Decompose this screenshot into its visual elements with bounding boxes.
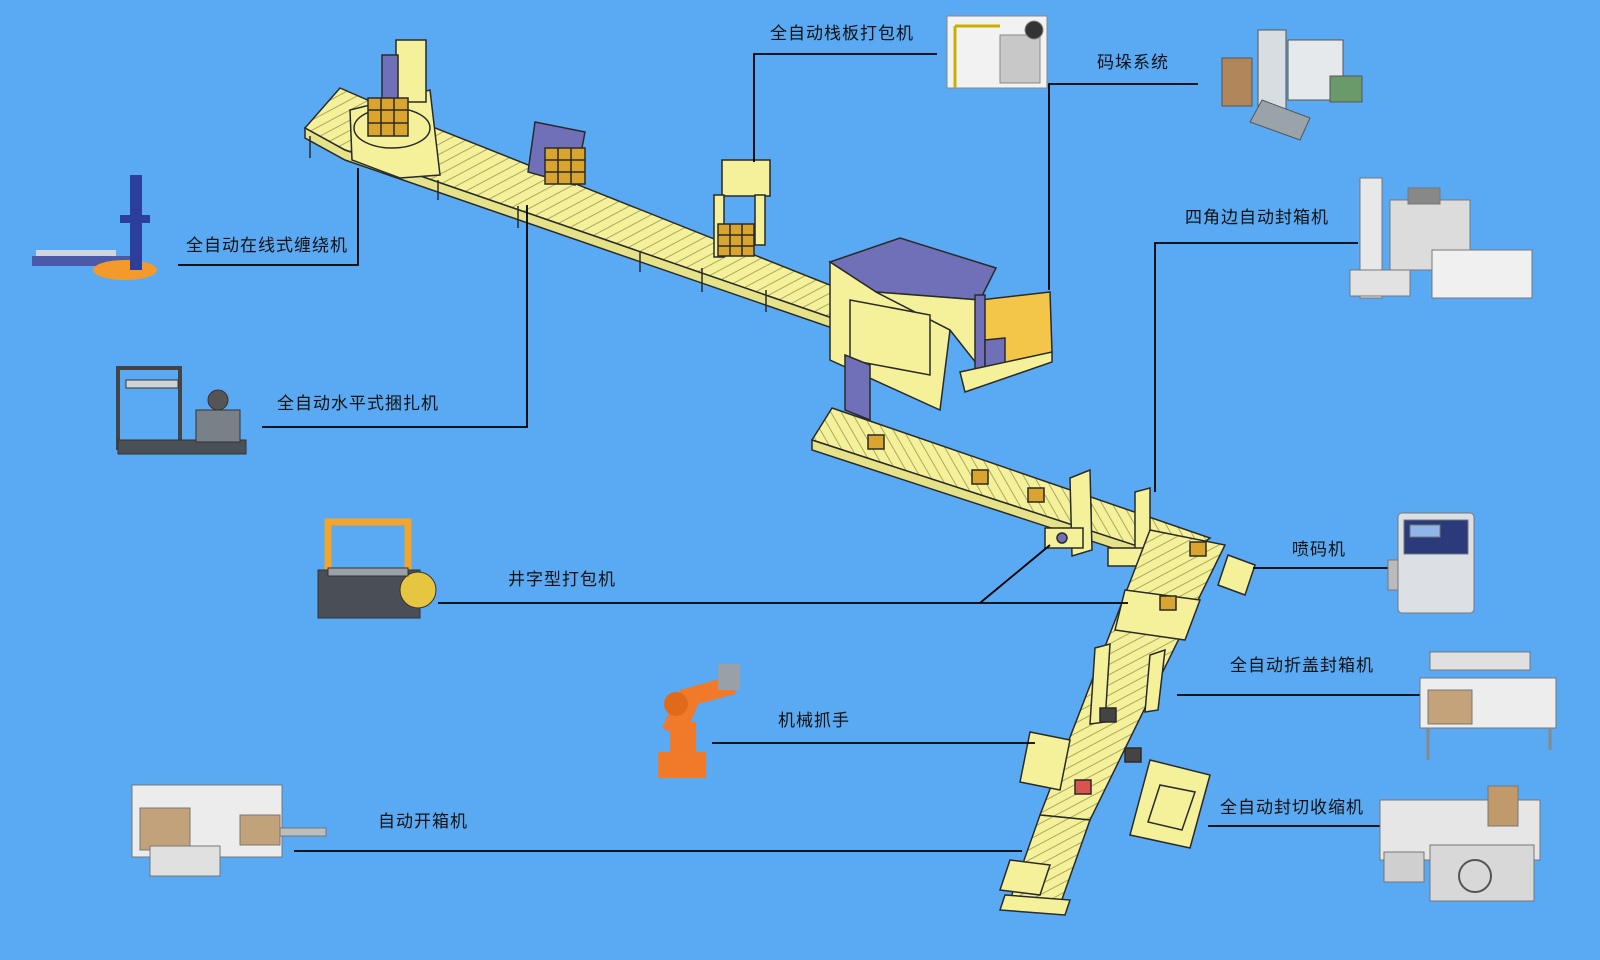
palletizing-system-image [1221, 29, 1363, 141]
line-wrapping [178, 168, 359, 266]
shrink-wrapper-image [1379, 785, 1541, 902]
label-fold-cover-sealer: 全自动折盖封箱机 [1230, 656, 1374, 676]
wrapping-machine-image [32, 175, 157, 280]
label-horizontal-strapping: 全自动水平式捆扎机 [277, 394, 439, 414]
pallet-strapping-machine-image [946, 15, 1048, 89]
leader-lines [178, 53, 1422, 852]
label-cross-strapping: 井字型打包机 [508, 570, 616, 590]
line-four-corner [1154, 242, 1358, 492]
label-inkjet-printer: 喷码机 [1292, 540, 1346, 560]
label-case-erector: 自动开箱机 [378, 812, 468, 832]
inkjet-printer-image [1387, 512, 1475, 614]
horizontal-strapping-machine-image [116, 366, 247, 455]
lower-conveyor [998, 529, 1256, 916]
wrapping-station [349, 39, 441, 179]
label-shrink-wrapper: 全自动封切收缩机 [1220, 798, 1364, 818]
middle-conveyor [810, 407, 1212, 572]
palletizing-block [828, 237, 1053, 422]
cross-strapping-machine-image [317, 518, 437, 619]
pallet-strapping-station [713, 159, 771, 258]
horizontal-strapping-station [527, 121, 586, 186]
label-four-corner-sealer: 四角边自动封箱机 [1185, 208, 1329, 228]
label-robot-gripper: 机械抓手 [778, 711, 850, 731]
line-pallet-strapping [753, 53, 937, 162]
line-horizontal-strapping [262, 205, 528, 428]
case-erector-image [131, 784, 327, 877]
fold-cover-sealer-image [1419, 651, 1557, 760]
line-cross-strapping-2 [979, 544, 1051, 604]
label-wrapping-machine: 全自动在线式缠绕机 [186, 236, 348, 256]
label-palletizing-system: 码垛系统 [1097, 53, 1169, 73]
four-corner-sealer-image [1349, 177, 1533, 299]
line-palletizing [1048, 83, 1198, 290]
label-pallet-strapping: 全自动栈板打包机 [770, 24, 914, 44]
robot-arm-image [658, 664, 740, 778]
